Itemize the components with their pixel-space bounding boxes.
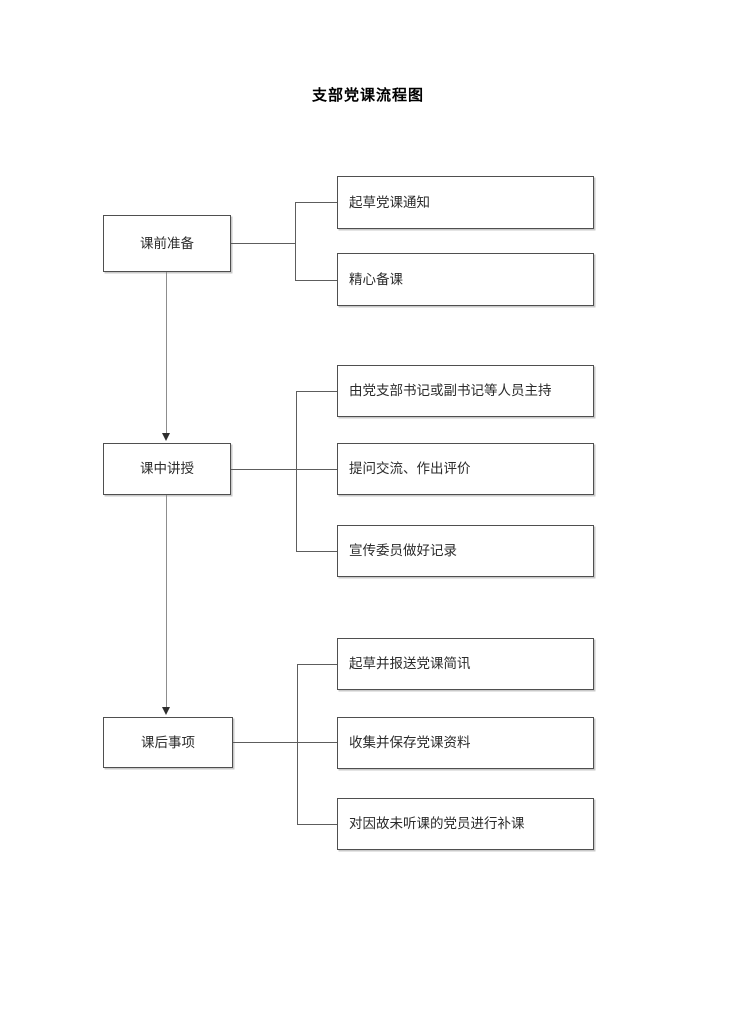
connector-stage2-branch-2 [296,469,338,470]
flow-arrow-head-2 [162,707,170,715]
connector-stage3-branch-3 [297,824,338,825]
connector-stage2-stub [231,469,296,470]
page-title: 支部党课流程图 [311,88,424,104]
task-node-2-3[interactable]: 宣传委员做好记录 [337,525,594,577]
connector-stage1-bracket [295,202,296,280]
stage-node-2-label: 课中讲授 [140,460,194,476]
stage-node-2[interactable]: 课中讲授 [103,443,231,495]
task-node-3-2[interactable]: 收集并保存党课资料 [337,717,594,769]
task-node-2-3-label: 宣传委员做好记录 [349,542,457,558]
task-node-1-1-label: 起草党课通知 [349,194,430,210]
task-node-3-2-label: 收集并保存党课资料 [349,734,471,750]
connector-stage1-stub [231,243,295,244]
connector-stage1-branch-1 [295,202,338,203]
task-node-1-1[interactable]: 起草党课通知 [337,176,594,229]
task-node-2-2-label: 提问交流、作出评价 [349,460,471,476]
flow-arrow-head-1 [162,433,170,441]
task-node-1-2[interactable]: 精心备课 [337,253,594,306]
flow-arrow-line-2 [166,495,167,709]
connector-stage3-stub [233,742,297,743]
connector-stage3-bracket [297,664,298,824]
connector-stage1-branch-2 [295,280,338,281]
task-node-1-2-label: 精心备课 [349,271,403,287]
task-node-2-2[interactable]: 提问交流、作出评价 [337,443,594,495]
connector-stage2-bracket [296,391,297,551]
connector-stage3-branch-2 [297,742,338,743]
task-node-3-1[interactable]: 起草并报送党课简讯 [337,638,594,690]
task-node-2-1-label: 由党支部书记或副书记等人员主持 [349,382,552,398]
task-node-3-3[interactable]: 对因故未听课的党员进行补课 [337,798,594,850]
connector-stage2-branch-1 [296,391,338,392]
stage-node-1[interactable]: 课前准备 [103,215,231,272]
stage-node-3[interactable]: 课后事项 [103,717,233,768]
stage-node-1-label: 课前准备 [140,235,194,251]
task-node-2-1[interactable]: 由党支部书记或副书记等人员主持 [337,365,594,417]
stage-node-3-label: 课后事项 [141,734,195,750]
task-node-3-3-label: 对因故未听课的党员进行补课 [349,815,525,831]
connector-stage3-branch-1 [297,664,338,665]
connector-stage2-branch-3 [296,551,338,552]
task-node-3-1-label: 起草并报送党课简讯 [349,655,471,671]
flow-arrow-line-1 [166,272,167,435]
